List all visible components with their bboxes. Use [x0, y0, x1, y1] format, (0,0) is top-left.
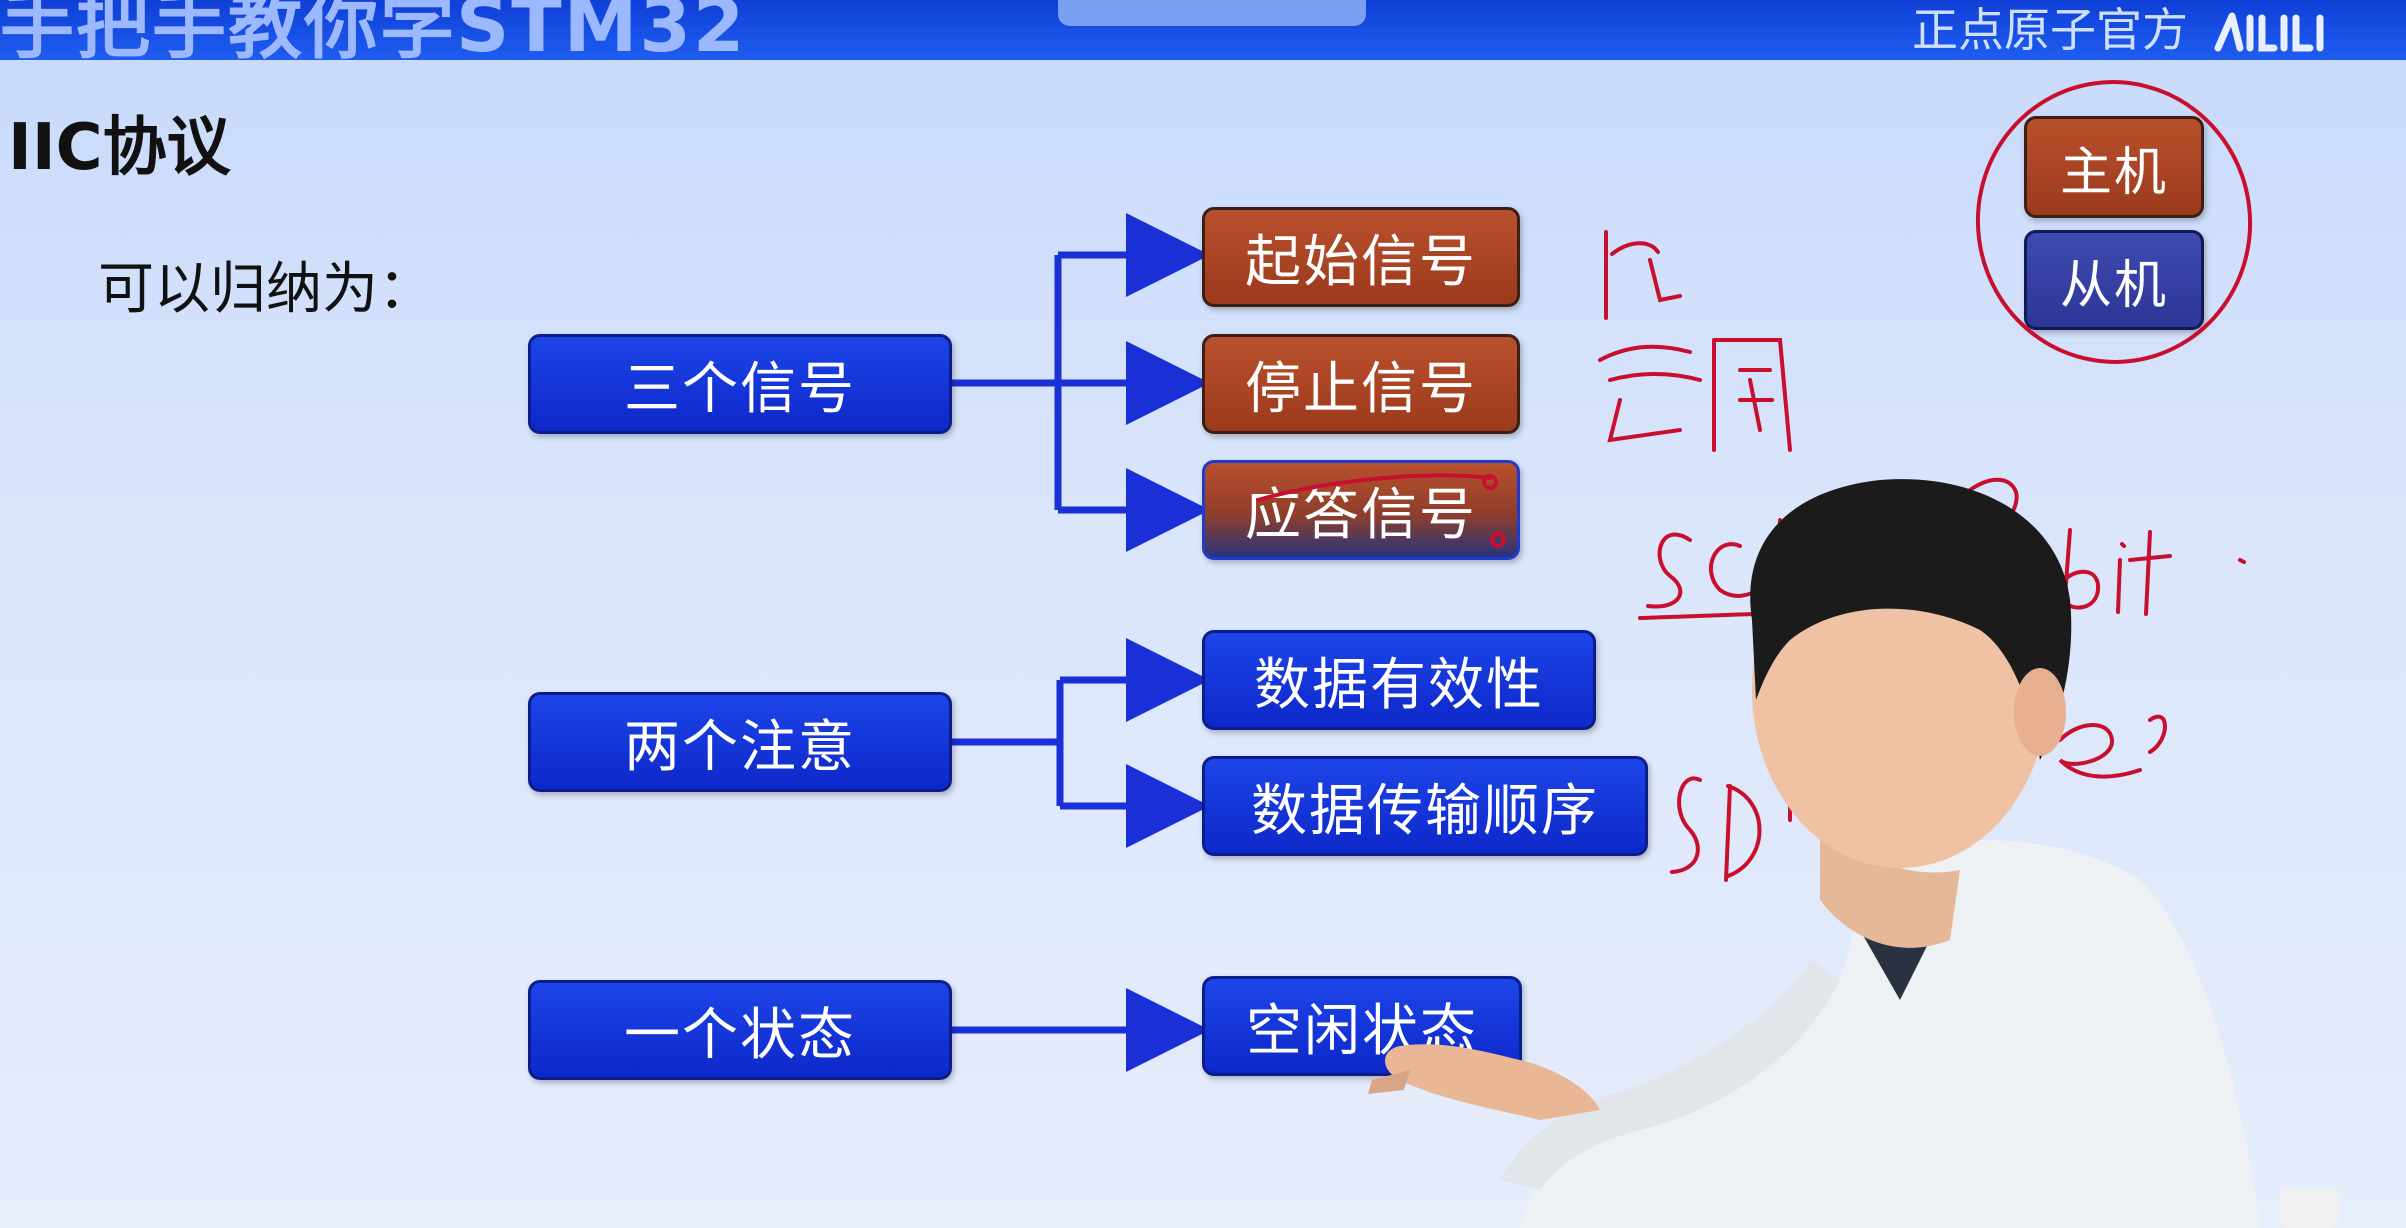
master-box: 主机: [2024, 116, 2204, 218]
top-tab[interactable]: [1058, 0, 1366, 26]
start-signal-box: 起始信号: [1202, 207, 1520, 307]
top-bar: 手把手教你学STM32 正点原子官方: [0, 0, 2406, 69]
slave-box: 从机: [2024, 230, 2204, 330]
slide-title: IIC协议: [8, 111, 231, 185]
group-three-signals: 三个信号: [528, 334, 952, 434]
group-two-notes: 两个注意: [528, 692, 952, 792]
intro-text: 可以归纳为：: [98, 257, 434, 322]
bilibili-logo-icon: [2210, 8, 2400, 58]
data-validity-box: 数据有效性: [1202, 630, 1596, 730]
course-title: 手把手教你学STM32: [0, 0, 747, 69]
chat-bubble-icon[interactable]: [2280, 1188, 2340, 1228]
stop-signal-box: 停止信号: [1202, 334, 1520, 434]
brand-label: 正点原子官方: [1912, 3, 2188, 57]
group-one-state: 一个状态: [528, 980, 952, 1080]
data-order-box: 数据传输顺序: [1202, 756, 1648, 856]
